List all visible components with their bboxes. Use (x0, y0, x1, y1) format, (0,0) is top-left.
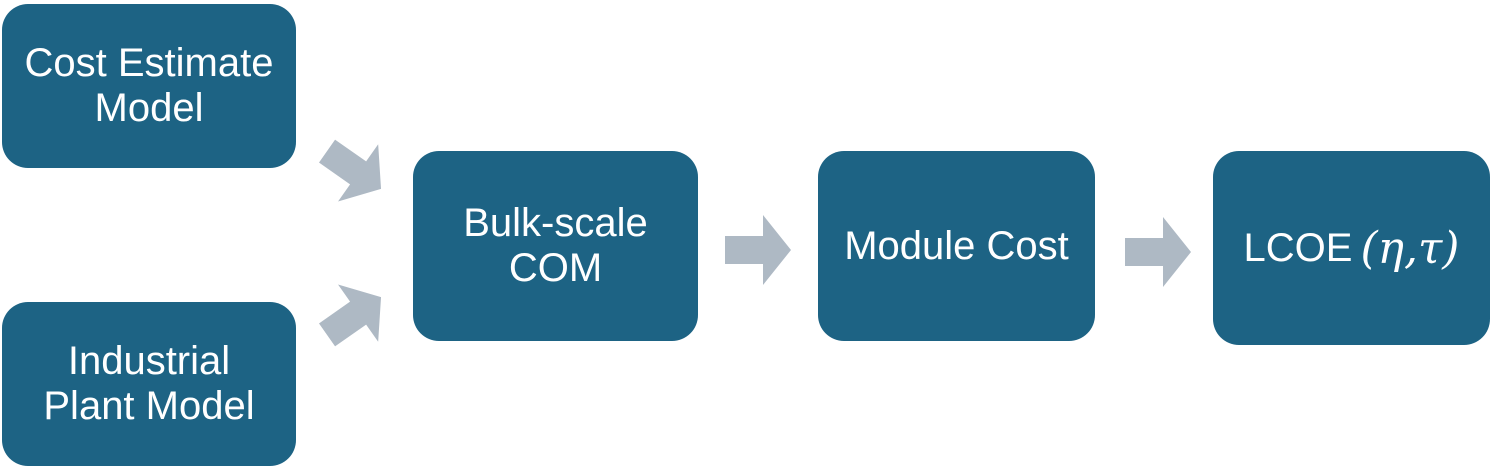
node-label-line: Plant Model (43, 384, 255, 428)
node-module-cost: Module Cost (818, 151, 1095, 341)
node-label-line: Industrial (67, 339, 231, 384)
node-label-line: COM (508, 246, 603, 290)
node-label-line: Model (94, 86, 204, 130)
node-bulk-scale-com: Bulk-scale COM (413, 151, 698, 341)
arrow-bulk-scale-to-module-cost-icon (725, 215, 791, 285)
arrow-cost-estimate-to-bulk-scale-icon (318, 139, 382, 202)
node-cost-estimate-model: Cost Estimate Model (2, 4, 296, 168)
node-label-line: Bulk-scale (463, 201, 648, 246)
node-lcoe: LCOE (η,τ) (1213, 151, 1490, 345)
node-label-line: Module Cost (844, 223, 1069, 268)
node-label-line: Cost Estimate (24, 41, 274, 86)
node-label-lcoe-math: (η,τ) (1360, 223, 1460, 275)
node-industrial-plant-model: Industrial Plant Model (2, 302, 296, 466)
node-label-lcoe: LCOE (1243, 225, 1353, 270)
arrow-module-cost-to-lcoe-icon (1125, 217, 1191, 287)
arrow-industrial-plant-to-bulk-scale-icon (318, 284, 382, 347)
